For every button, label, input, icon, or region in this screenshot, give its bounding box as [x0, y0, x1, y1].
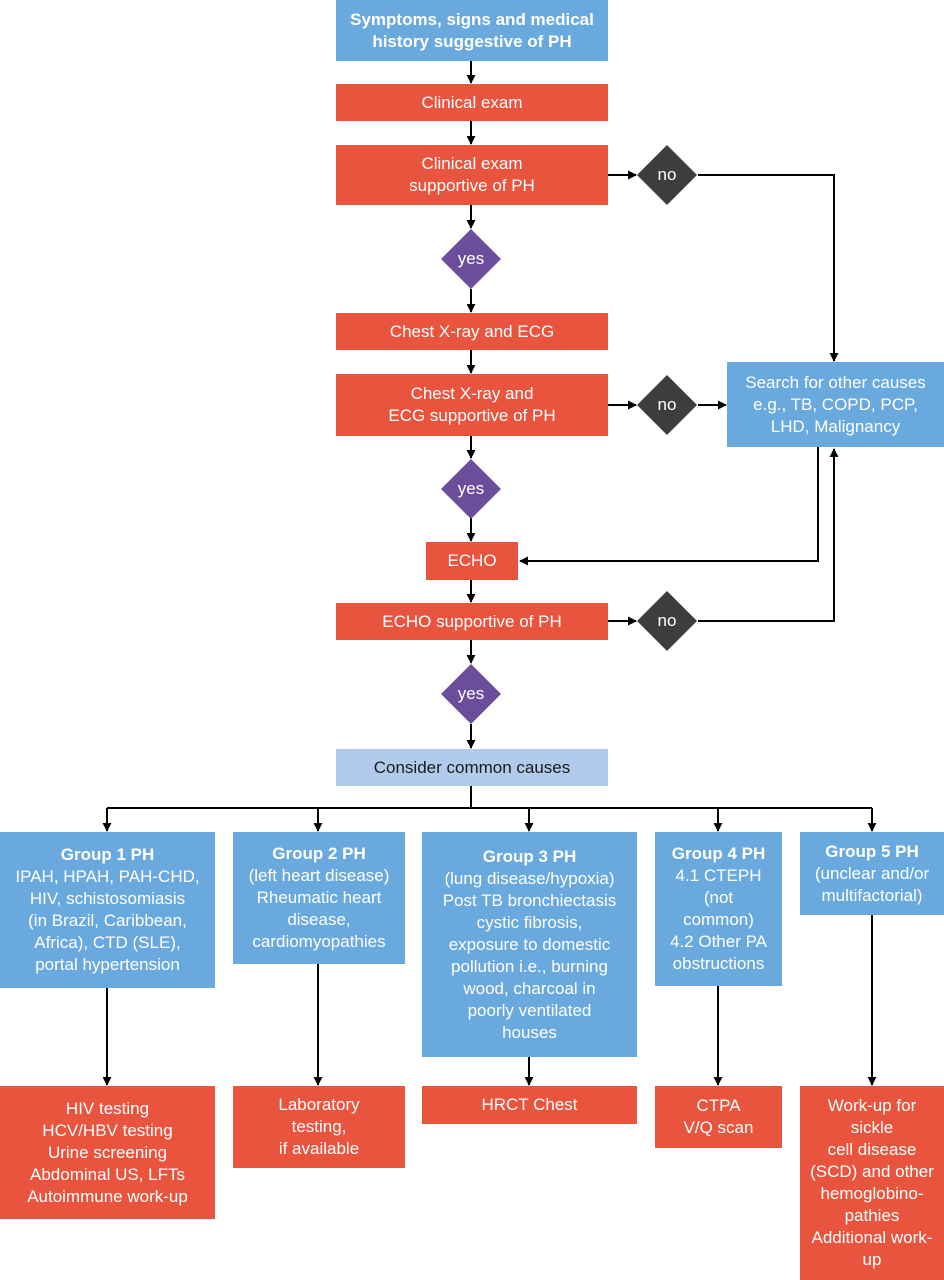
group-4-line: common) — [683, 910, 754, 929]
group-2-line: Rheumatic heart — [256, 888, 382, 907]
group-3-box: Group 3 PH (lung disease/hypoxia) Post T… — [422, 832, 637, 1057]
echo-box: ECHO — [426, 542, 518, 580]
yes-decision-2-label: yes — [457, 479, 485, 498]
group-4-line: obstructions — [672, 954, 765, 973]
group-5-tests-box: Work-up for sickle cell disease (SCD) an… — [800, 1086, 944, 1280]
group-4-test-line: CTPA — [696, 1096, 741, 1115]
chest-xray-supportive-box: Chest X-ray and ECG supportive of PH — [336, 374, 608, 436]
echo-supportive-box: ECHO supportive of PH — [336, 603, 608, 640]
group-5-test-line: up — [862, 1250, 882, 1269]
group-5-line: Group 5 PH — [825, 841, 919, 861]
yes-decision-1: yes — [441, 229, 501, 289]
group-1-test-line: Autoimmune work-up — [27, 1186, 188, 1206]
group-1-test-line: HCV/HBV testing — [42, 1120, 173, 1140]
group-3-line: wood, charcoal in — [463, 978, 596, 998]
group-1-box: Group 1 PH IPAH, HPAH, PAH-CHD, HIV, sch… — [0, 832, 215, 988]
group-5-test-line: pathies — [844, 1206, 900, 1225]
group-2-line: Group 2 PH — [272, 844, 366, 863]
chest-xray-ecg-box: Chest X-ray and ECG — [336, 313, 608, 350]
group-2-test-line: testing, — [291, 1117, 347, 1136]
clinical-exam-label: Clinical exam — [421, 92, 523, 112]
no-decision-2: no — [637, 375, 697, 435]
group-5-test-line: (SCD) and other — [810, 1162, 934, 1181]
group-4-tests-box: CTPA V/Q scan — [655, 1086, 782, 1148]
no-decision-2-label: no — [657, 395, 677, 414]
group-1-line: Africa), CTD (SLE), — [34, 933, 181, 952]
other-causes-line-1: Search for other causes — [745, 372, 926, 392]
group-5-box: Group 5 PH (unclear and/or multifactoria… — [800, 832, 944, 915]
group-1-line: (in Brazil, Caribbean, — [28, 911, 187, 930]
group-3-line: poorly ventilated — [467, 1000, 592, 1020]
group-5-test-line: Additional work- — [811, 1228, 933, 1247]
echo-label: ECHO — [447, 551, 497, 570]
no-decision-1-label: no — [657, 165, 677, 184]
group-5-line: (unclear and/or — [814, 863, 930, 883]
consider-common-causes-box: Consider common causes — [336, 749, 608, 786]
other-causes-line-2: e.g., TB, COPD, PCP, — [753, 394, 918, 414]
group-1-line: portal hypertension — [35, 955, 180, 974]
clinical-exam-box: Clinical exam — [336, 84, 608, 121]
group-2-line: (left heart disease) — [248, 866, 390, 885]
group-5-test-line: hemoglobino- — [820, 1184, 924, 1203]
no-decision-3-label: no — [657, 611, 677, 630]
yes-decision-3-label: yes — [457, 684, 485, 703]
group-3-tests-box: HRCT Chest — [422, 1086, 637, 1124]
group-1-line: IPAH, HPAH, PAH-CHD, — [15, 867, 200, 886]
group-2-tests-box: Laboratory testing, if available — [233, 1086, 405, 1168]
group-3-line: Group 3 PH — [482, 846, 577, 866]
group-3-line: (lung disease/hypoxia) — [444, 868, 615, 888]
clinical-supportive-line-1: Clinical exam — [421, 154, 523, 173]
group-3-line: pollution i.e., burning — [451, 956, 608, 976]
no-decision-1: no — [637, 145, 697, 205]
xray-supportive-line-2: ECG supportive of PH — [388, 406, 556, 425]
group-2-line: disease, — [287, 910, 351, 929]
other-causes-line-3: LHD, Malignancy — [770, 416, 901, 436]
group-4-box: Group 4 PH 4.1 CTEPH (not common) 4.2 Ot… — [655, 832, 782, 986]
group-5-line: multifactorial) — [821, 885, 923, 905]
group-3-test-line: HRCT Chest — [481, 1095, 578, 1114]
no-decision-3: no — [637, 591, 697, 651]
other-causes-box: Search for other causes e.g., TB, COPD, … — [727, 362, 944, 447]
consider-common-causes-label: Consider common causes — [373, 757, 571, 777]
xray-supportive-line-1: Chest X-ray and — [410, 384, 534, 403]
group-1-test-line: HIV testing — [65, 1098, 150, 1118]
yes-decision-3: yes — [441, 664, 501, 724]
group-4-line: 4.2 Other PA — [669, 932, 767, 951]
group-3-line: cystic fibrosis, — [476, 912, 583, 932]
group-4-line: Group 4 PH — [671, 844, 766, 863]
group-3-line: exposure to domestic — [448, 934, 611, 954]
group-2-line: cardiomyopathies — [252, 932, 386, 951]
group-1-test-line: Abdominal US, LFTs — [30, 1164, 185, 1184]
clinical-exam-supportive-box: Clinical exam supportive of PH — [336, 145, 608, 205]
start-line-2: history suggestive of PH — [372, 31, 572, 51]
chest-xray-ecg-label: Chest X-ray and ECG — [389, 321, 555, 341]
group-2-box: Group 2 PH (left heart disease) Rheumati… — [233, 832, 405, 964]
group-4-test-line: V/Q scan — [683, 1118, 754, 1137]
group-1-line: Group 1 PH — [60, 845, 155, 864]
yes-decision-1-label: yes — [457, 249, 485, 268]
group-3-line: Post TB bronchiectasis — [442, 890, 617, 910]
group-1-line: HIV, schistosomiasis — [29, 889, 186, 908]
group-1-tests-box: HIV testing HCV/HBV testing Urine screen… — [0, 1086, 215, 1219]
start-box: Symptoms, signs and medical history sugg… — [336, 0, 608, 61]
group-3-line: houses — [502, 1022, 557, 1042]
group-2-test-line: if available — [278, 1139, 360, 1158]
start-line-1: Symptoms, signs and medical — [350, 9, 594, 29]
group-5-test-line: sickle — [850, 1118, 894, 1137]
group-5-test-line: Work-up for — [827, 1096, 917, 1115]
clinical-supportive-line-2: supportive of PH — [409, 176, 535, 195]
echo-supportive-label: ECHO supportive of PH — [382, 611, 562, 631]
group-1-test-line: Urine screening — [47, 1142, 168, 1162]
group-2-test-line: Laboratory — [278, 1095, 360, 1114]
yes-decision-2: yes — [441, 459, 501, 519]
group-5-test-line: cell disease — [827, 1140, 917, 1159]
group-4-line: (not — [703, 888, 734, 907]
group-4-line: 4.1 CTEPH — [675, 866, 762, 885]
